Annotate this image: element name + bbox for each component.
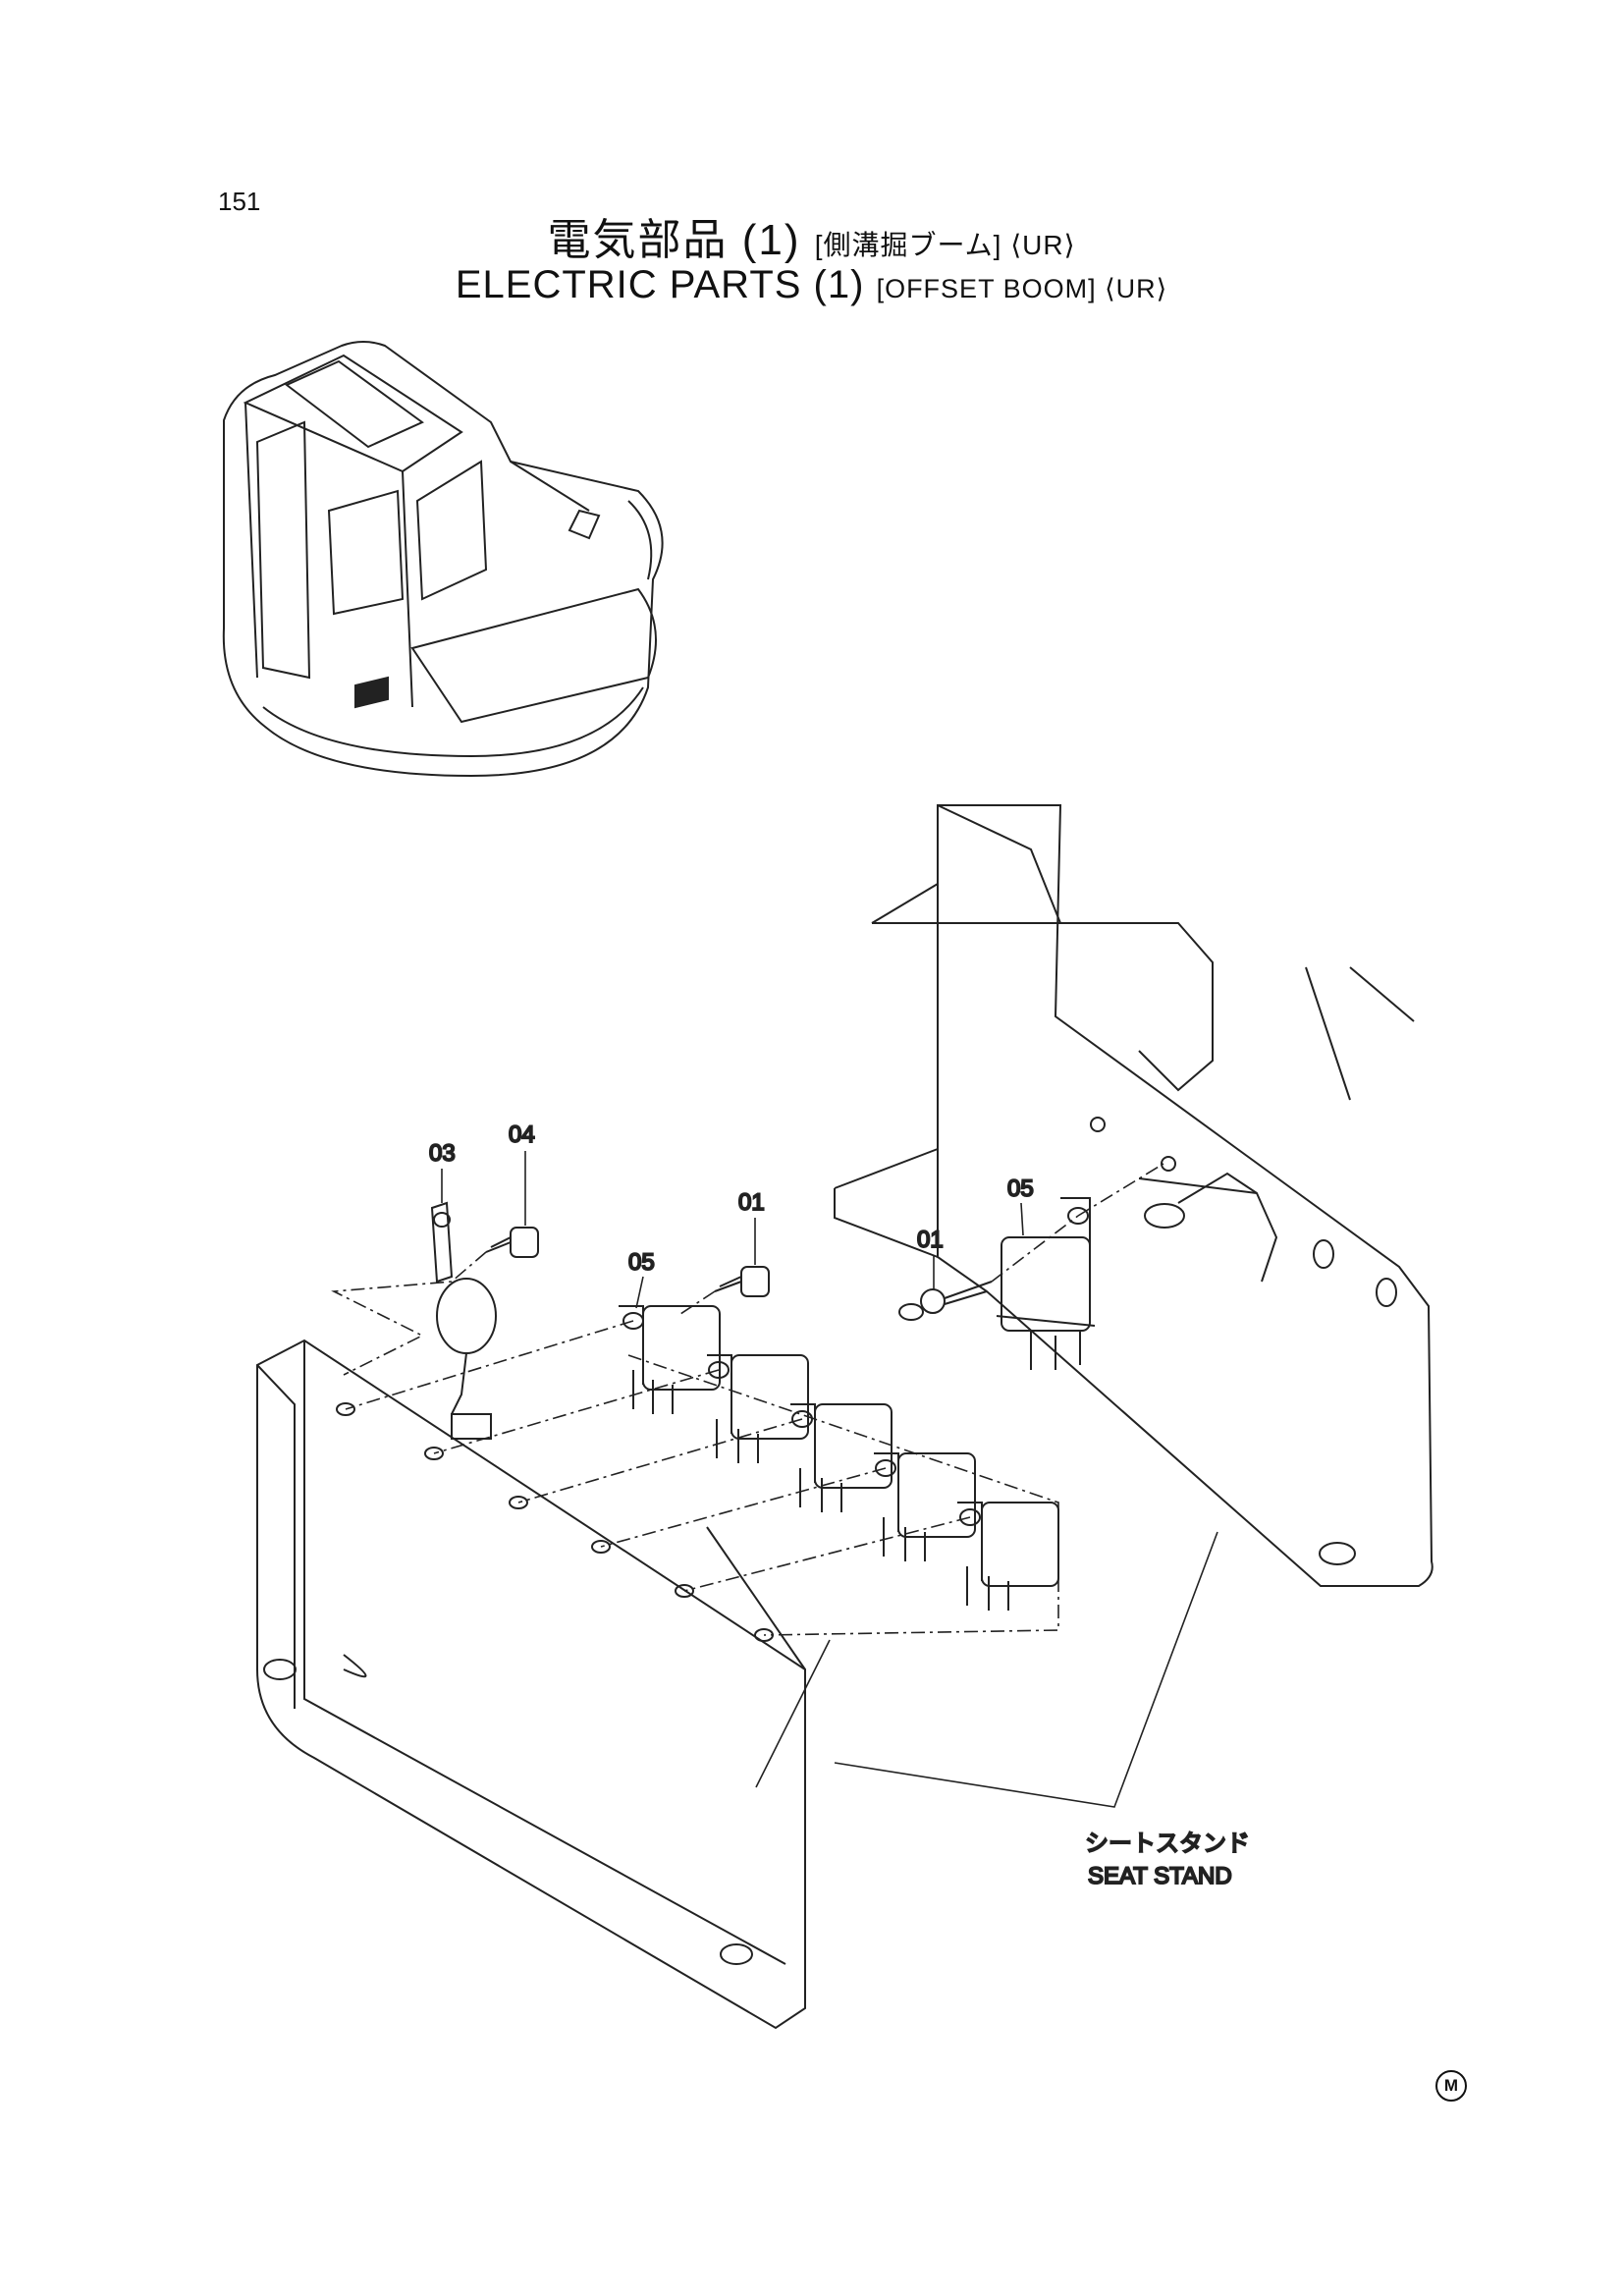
title-en-main: ELECTRIC PARTS (1) <box>455 263 865 306</box>
callout-04: 04 <box>509 1121 535 1148</box>
buzzer-part <box>430 1201 497 1440</box>
relay-4 <box>874 1452 976 1561</box>
screw-01-left <box>714 1266 770 1297</box>
seat-stand-label-en: SEAT STAND <box>1088 1863 1232 1889</box>
screw-04 <box>485 1227 539 1258</box>
page-marker-m: M <box>1435 2070 1467 2102</box>
relay-1 <box>619 1305 721 1414</box>
callout-05-right: 05 <box>1007 1175 1034 1202</box>
relay-right <box>996 1197 1096 1370</box>
callout-03: 03 <box>429 1140 456 1167</box>
assembly-lines <box>331 1163 1164 1636</box>
seat-stand-left <box>256 1339 806 2030</box>
title-english: ELECTRIC PARTS (1) [OFFSET BOOM] ⟨UR⟩ <box>0 263 1623 307</box>
relay-5 <box>957 1502 1059 1611</box>
relay-row <box>619 1305 1059 1611</box>
title-japanese: 電気部品 (1) [側溝掘ブーム] ⟨UR⟩ <box>0 204 1623 267</box>
relay-2 <box>707 1354 809 1463</box>
relay-3 <box>790 1403 893 1512</box>
callout-05-left: 05 <box>628 1249 655 1276</box>
callout-01-right: 01 <box>917 1227 944 1253</box>
page-number: 151 <box>218 187 261 216</box>
title-en-sub: [OFFSET BOOM] ⟨UR⟩ <box>876 274 1168 303</box>
title-jp-main: 電気部品 (1) <box>547 216 801 264</box>
screw-01-right <box>920 1281 993 1314</box>
callout-leaders <box>441 1151 1218 1808</box>
excavator-cab-illustration <box>222 341 664 778</box>
seat-stand-label-jp: シートスタンド <box>1085 1831 1250 1857</box>
callout-01-left: 01 <box>738 1189 765 1216</box>
title-jp-sub: [側溝掘ブーム] ⟨UR⟩ <box>814 230 1076 260</box>
seat-stand-right <box>834 804 1434 1587</box>
